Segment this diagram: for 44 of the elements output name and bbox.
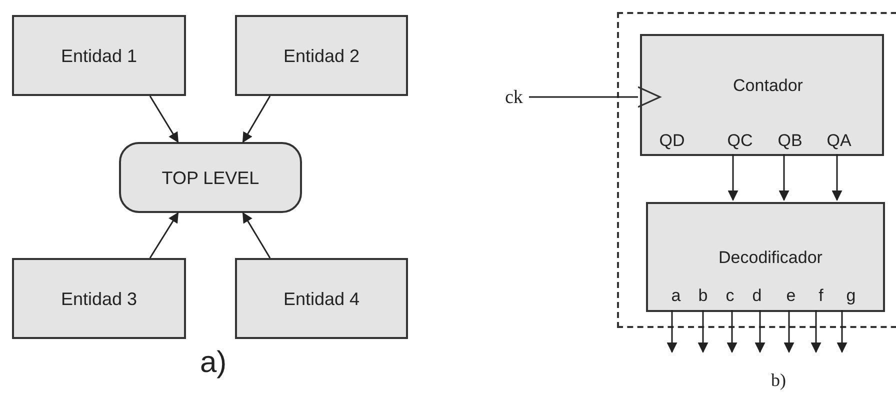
block-box <box>640 34 884 156</box>
node-label: Entidad 3 <box>60 290 138 308</box>
pin-label: QD <box>659 132 685 149</box>
node-label: Entidad 4 <box>283 290 360 308</box>
arrow <box>754 310 766 354</box>
pin-label: b <box>698 287 708 304</box>
arrow <box>728 154 738 202</box>
entity-box <box>235 258 408 339</box>
arrow <box>149 96 179 143</box>
arrow <box>529 86 661 108</box>
node-label: Entidad 2 <box>283 46 360 64</box>
entity-box <box>12 258 186 339</box>
top-level-box <box>119 142 302 213</box>
pin-label: a <box>671 287 681 304</box>
arrow <box>242 96 271 143</box>
pin-label: d <box>752 287 762 304</box>
arrow <box>778 154 790 202</box>
pin-label: g <box>846 287 856 304</box>
entity-box <box>12 15 186 96</box>
pin-label: QC <box>727 132 753 149</box>
arrow <box>832 154 842 202</box>
arrow <box>698 310 708 354</box>
panel-label: b) <box>771 371 786 389</box>
block-box <box>646 202 885 312</box>
arrow <box>836 310 848 354</box>
arrow <box>149 212 179 258</box>
pin-label: c <box>726 287 734 304</box>
block-title: Contador <box>732 77 804 94</box>
arrow <box>810 310 822 354</box>
node-label: Entidad 1 <box>60 46 138 64</box>
pin-label: QB <box>778 132 802 149</box>
pin-label: f <box>818 287 824 304</box>
arrow <box>784 310 794 354</box>
arrow <box>726 310 738 354</box>
signal-label: ck <box>505 86 529 108</box>
arrow <box>242 212 271 258</box>
panel-label: a) <box>200 348 227 378</box>
block-title: Decodificador <box>718 249 824 266</box>
pin-label: e <box>786 287 796 304</box>
node-label: TOP LEVEL <box>162 168 260 186</box>
arrow <box>666 310 678 354</box>
pin-label: QA <box>826 132 852 149</box>
dashed-boundary <box>617 12 896 328</box>
entity-box <box>235 15 408 96</box>
